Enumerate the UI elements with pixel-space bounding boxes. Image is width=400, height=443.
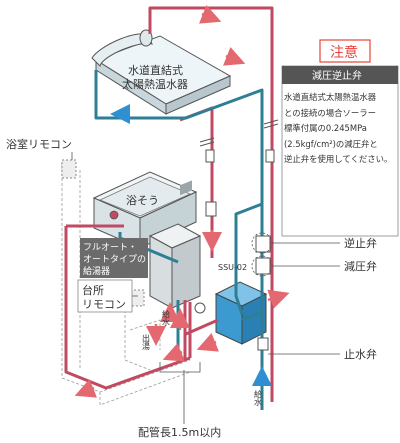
solar-heater-label-1: 水道直結式: [128, 63, 183, 77]
note-line: 標準付属の0.245MPa: [284, 123, 367, 133]
note-line: 逆止弁を使用してください。: [284, 154, 393, 164]
kitchen-remote-label-1: 台所: [82, 283, 104, 297]
stop-valve: [257, 337, 269, 351]
caution-badge-text: 注意: [330, 44, 358, 61]
water-supply-side-label: 給水: [162, 309, 171, 326]
water-heater-label-1: フルオート・: [83, 242, 137, 253]
caution-note-body: 水道直結式太陽熱温水器 との接続の場合ソーラー 標準付属の0.245MPa (2…: [284, 90, 398, 168]
bath-remote-label: 浴室リモコン: [6, 137, 72, 151]
kitchen-remote-label-box: [77, 279, 133, 313]
caution-note-header-bg: [282, 66, 398, 84]
hot-water-out-label: 出湯: [142, 333, 151, 351]
stop-valve-label: 止水弁: [344, 347, 377, 361]
bath-remote-controller: [61, 159, 77, 179]
pressure-reducing-valve: [255, 257, 271, 275]
cold-water-pipes: [94, 70, 264, 410]
valves: [205, 149, 275, 351]
pipe-length-bracket: [159, 362, 201, 373]
unit-model-label: SSU-02: [218, 263, 247, 272]
gauge-icon: [194, 302, 206, 314]
note-line: との接続の場合ソーラー: [284, 107, 377, 118]
pressure-reducing-valve-label: 減圧弁: [344, 259, 377, 273]
water-supply-bottom-label: 給水: [254, 389, 263, 406]
water-heater-label-box: [80, 238, 148, 278]
note-line: (2.5kgf/cm²)の減圧弁と: [284, 138, 378, 149]
pipe-length-label: 配管長1.5m以内: [138, 425, 221, 439]
flow-arrows: [74, 5, 290, 398]
water-heater-label-3: 給湯器: [83, 265, 110, 277]
kitchen-remote-label-2: リモコン: [82, 298, 126, 311]
solar-water-heater: [91, 29, 232, 115]
solar-heater-label-2: 太陽熱温水器: [122, 78, 188, 91]
water-heater-label-2: オートタイプの: [83, 254, 146, 265]
caution-note-header: 減圧逆止弁: [312, 69, 362, 82]
caution-note-box: [281, 65, 399, 237]
check-valve-label: 逆止弁: [344, 236, 377, 250]
check-valve: [255, 235, 271, 253]
note-line: 水道直結式太陽熱温水器: [284, 92, 377, 102]
caution-badge: [319, 39, 371, 63]
bathtub-label: 浴そう: [126, 194, 159, 207]
